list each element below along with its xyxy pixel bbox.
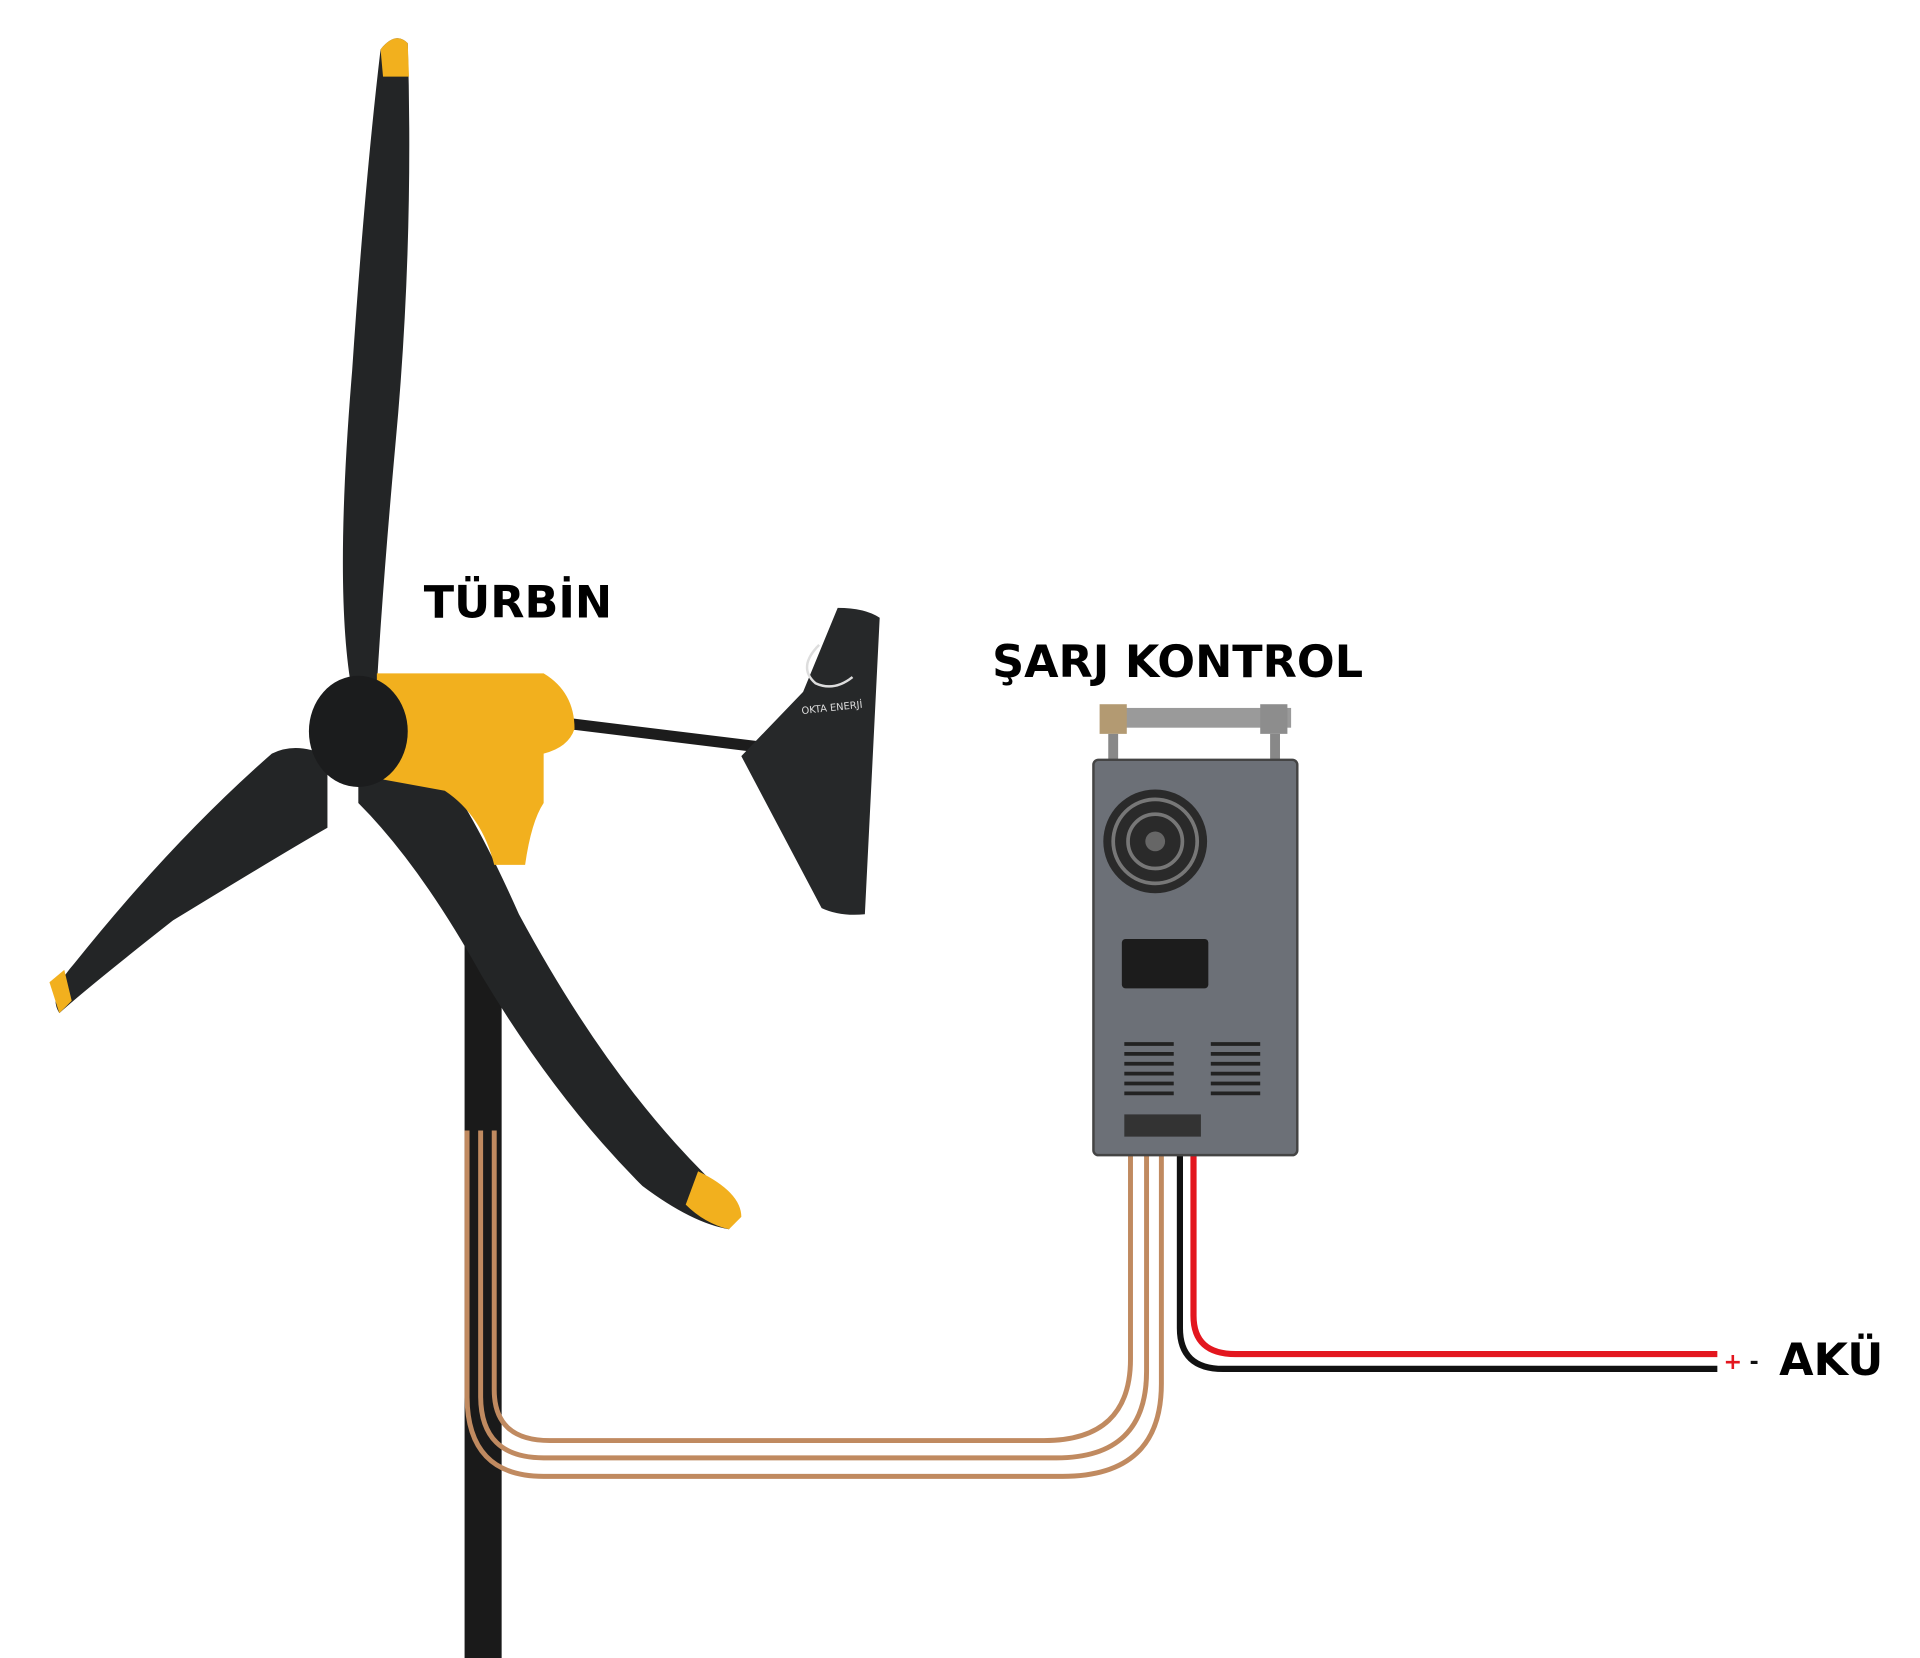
controller-display: [1121, 938, 1209, 989]
phase-wire-2: [478, 1130, 1150, 1461]
turbine-hub: [308, 675, 408, 787]
controller-label: ŞARJ KONTROL: [992, 637, 1363, 688]
controller-vents: [1124, 1042, 1261, 1096]
positive-terminal-sign: +: [1724, 1349, 1743, 1375]
blade-top: [342, 38, 410, 692]
blade-top-tip: [380, 38, 409, 77]
phase-wire-3: [491, 1130, 1133, 1444]
turbine-label: TÜRBİN: [424, 576, 612, 629]
battery-label: AKÜ: [1779, 1333, 1883, 1386]
blade-left: [55, 748, 328, 1014]
negative-terminal-sign: -: [1749, 1349, 1758, 1375]
turbine-nacelle: [376, 673, 575, 865]
turbine-phase-wires: [464, 1130, 1164, 1479]
controller-handle-bar: [1105, 707, 1292, 728]
tail-fin: [741, 607, 880, 915]
charge-controller: [1092, 704, 1299, 1157]
negative-wire: [1176, 1139, 1718, 1372]
terminal-block: [1124, 1114, 1201, 1137]
blade-bottom-tip: [685, 1171, 742, 1230]
blade-left-tip: [49, 969, 72, 1014]
blade-bottom: [358, 758, 733, 1230]
phase-wire-1: [464, 1130, 1164, 1479]
positive-wire: [1190, 1139, 1718, 1358]
